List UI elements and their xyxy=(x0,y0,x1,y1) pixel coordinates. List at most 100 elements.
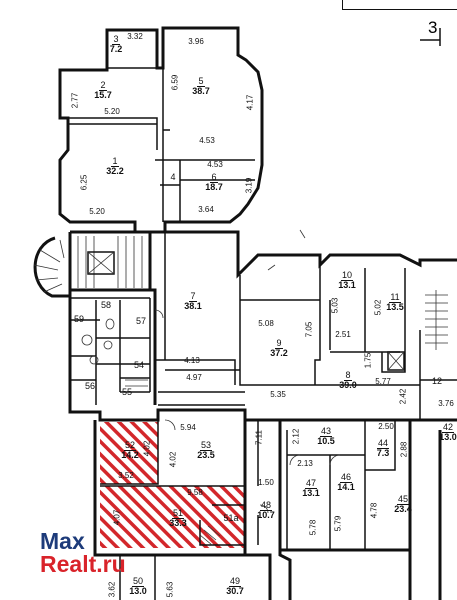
room-area: 39.0 xyxy=(339,380,357,390)
dimension-label: 1.75 xyxy=(363,352,373,369)
room-number: 5 xyxy=(197,76,205,87)
dimension-label: 3.76 xyxy=(438,399,454,408)
room-area: 32.2 xyxy=(106,166,124,176)
restroom-fixtures xyxy=(81,318,148,387)
room-area: 13.0 xyxy=(439,432,457,442)
dimension-label: 5.94 xyxy=(180,423,196,432)
dimension-label: 3.62 xyxy=(107,581,117,598)
dimension-label: 7.11 xyxy=(254,430,264,445)
room-label-54: 54 xyxy=(125,360,153,370)
room-number: 52 xyxy=(123,440,136,451)
room-label-57: 57 xyxy=(127,316,155,326)
dimension-label: 7.05 xyxy=(304,321,314,338)
room-area: 15.7 xyxy=(94,90,112,100)
dimension-label: 6.25 xyxy=(79,174,89,191)
dimension-label: 5.35 xyxy=(270,390,286,399)
walls-top-interior xyxy=(68,30,255,222)
stair-right-treads xyxy=(425,290,448,350)
dimension-label: 4.97 xyxy=(186,373,202,382)
room-label-51a: 51a xyxy=(217,513,245,523)
room-number: 50 xyxy=(131,576,144,587)
dimension-label: 5.02 xyxy=(373,299,383,316)
dimension-label: 5.20 xyxy=(104,107,120,116)
title-block xyxy=(342,0,457,10)
room-number: 1 xyxy=(111,156,119,167)
stair-walls xyxy=(33,230,152,298)
room-number: 10 xyxy=(340,270,353,281)
room-area: 38.1 xyxy=(184,301,202,311)
elevator-cross xyxy=(87,251,115,275)
outer-walls-lower xyxy=(93,420,442,600)
dimension-label: 3.96 xyxy=(188,37,204,46)
dimension-label: 5.78 xyxy=(308,519,318,536)
hatch-51 xyxy=(100,486,246,548)
room-label-58: 58 xyxy=(92,300,120,310)
dimension-label: 4.02 xyxy=(168,451,178,468)
dimension-label: 5.79 xyxy=(333,515,343,532)
dimension-label: 5.63 xyxy=(165,581,175,598)
dimension-label: 2.13 xyxy=(297,459,313,468)
dimension-label: 3.52 xyxy=(118,471,134,480)
dimension-label: 2.51 xyxy=(335,330,351,339)
room-number: 57 xyxy=(135,316,146,326)
room-area: 23.5 xyxy=(197,450,215,460)
room-number: 43 xyxy=(319,426,332,437)
elevator-right-cross xyxy=(387,351,405,371)
room-number: 7 xyxy=(189,291,197,302)
dimension-label: 9.58 xyxy=(187,488,203,497)
room-number: 11 xyxy=(389,292,401,303)
room-area: 14.1 xyxy=(337,482,355,492)
room-area: 13.0 xyxy=(129,586,147,596)
elevator-box xyxy=(87,251,115,275)
room-area: 13.5 xyxy=(386,302,404,312)
outer-walls-top xyxy=(58,26,264,234)
room-area: 10.7 xyxy=(257,510,275,520)
dimension-label: 5.20 xyxy=(89,207,105,216)
room-number: 55 xyxy=(121,387,132,397)
elevator-right xyxy=(387,351,405,371)
room-area: 18.7 xyxy=(205,182,223,192)
room-number: 8 xyxy=(344,370,352,381)
room-number: 4 xyxy=(170,172,176,182)
room-area: 7.3 xyxy=(376,448,390,458)
tick-marks xyxy=(267,229,306,271)
dimension-label: 5.03 xyxy=(330,297,340,314)
room-label-59: 59 xyxy=(65,314,93,324)
room-number: 51a xyxy=(223,513,239,523)
dimension-label: 4.13 xyxy=(184,356,200,365)
room-area: 14.2 xyxy=(121,450,139,460)
room-number: 51 xyxy=(171,508,184,519)
dimension-label: 1.50 xyxy=(258,478,274,487)
room-number: 54 xyxy=(133,360,144,370)
dimension-label: 5.08 xyxy=(258,319,274,328)
door-swings xyxy=(154,309,341,514)
logo-line2: Realt.ru xyxy=(40,551,126,577)
dimension-label: 2.50 xyxy=(378,422,394,431)
room-area: 30.7 xyxy=(226,586,244,596)
room-number: 53 xyxy=(199,440,212,451)
dimension-label: 4.07 xyxy=(112,509,122,526)
room-number: 45 xyxy=(396,494,409,505)
room-number: 44 xyxy=(376,438,389,449)
dimension-label: 4.53 xyxy=(199,136,215,145)
room-label-12: 12 xyxy=(423,376,451,386)
dimension-label: 4.78 xyxy=(369,502,379,519)
room-number: 2 xyxy=(99,80,107,91)
